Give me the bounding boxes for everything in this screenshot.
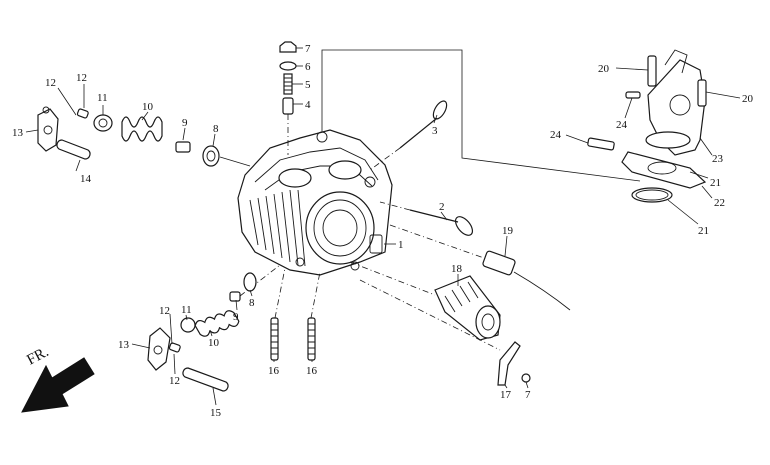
- callout-24: 24: [616, 119, 628, 131]
- stud-bolt-left: [270, 317, 279, 361]
- cylinder-head: [237, 129, 393, 276]
- callout-16: 16: [306, 365, 318, 377]
- front-arrow: [21, 357, 95, 413]
- callout-14: 14: [80, 173, 92, 185]
- callout-10: 10: [208, 337, 220, 349]
- o-ring-lower: [631, 187, 673, 203]
- callout-10: 10: [142, 101, 154, 113]
- intake-manifold: [621, 49, 707, 189]
- callout-13: 13: [118, 339, 130, 351]
- manifold-gasket: [645, 131, 691, 149]
- callout-7: 7: [525, 389, 531, 401]
- callout-3: 3: [432, 125, 438, 137]
- valve-washer-lower: [243, 272, 257, 292]
- intake-valve: [379, 201, 474, 236]
- decomp-lever: [359, 279, 531, 386]
- valve-cotter-upper: [93, 114, 113, 132]
- tensioner-stack: [279, 41, 297, 155]
- callout-9: 9: [233, 311, 239, 323]
- callout-18: 18: [451, 263, 463, 275]
- rocker-arm-lower: [147, 327, 171, 371]
- callout-11: 11: [97, 92, 108, 104]
- manifold-bolt-right: [697, 79, 707, 107]
- camshaft: [349, 261, 501, 341]
- callout-20: 20: [742, 93, 754, 105]
- callout-12: 12: [159, 305, 170, 317]
- valve-seal-lower: [229, 264, 281, 302]
- callout-11: 11: [181, 304, 192, 316]
- stud-bolt-right: [307, 317, 316, 361]
- callout-8: 8: [249, 297, 255, 309]
- manifold-screw-upper: [625, 91, 641, 99]
- valve-spring-upper: [121, 116, 163, 142]
- connection-bracket-line: [321, 49, 641, 182]
- rocker-shaft-lower: [182, 367, 229, 392]
- leader-lines: [25, 47, 741, 406]
- callout-8: 8: [213, 123, 219, 135]
- callout-numbers: 7 6 5 4 3 2 1 12 12 11 10 9 8 13 14 20 2…: [12, 43, 754, 419]
- callout-2: 2: [439, 201, 445, 213]
- callout-7: 7: [305, 43, 311, 55]
- callout-12: 12: [76, 72, 87, 84]
- callout-24: 24: [550, 129, 562, 141]
- rocker-arm-upper: [37, 106, 59, 152]
- callout-6: 6: [305, 61, 311, 73]
- callout-12: 12: [45, 77, 56, 89]
- temperature-sensor: [389, 224, 571, 311]
- valve-washer-upper: [202, 145, 251, 167]
- callout-16: 16: [268, 365, 280, 377]
- adjust-screw-lower: [168, 342, 181, 353]
- valve-cotter-lower: [180, 317, 196, 333]
- callout-23: 23: [712, 153, 724, 165]
- valve-seal-upper: [175, 141, 191, 153]
- rocker-shaft-upper: [56, 139, 91, 160]
- front-label: FR.: [24, 344, 51, 369]
- callout-13: 13: [12, 127, 24, 139]
- exhaust-valve: [369, 100, 448, 171]
- callout-22: 22: [714, 197, 725, 209]
- manifold-bolt-left: [647, 55, 657, 87]
- callout-21: 21: [710, 177, 721, 189]
- callout-17: 17: [500, 389, 512, 401]
- callout-1: 1: [398, 239, 404, 251]
- adjust-screw-upper: [76, 108, 89, 119]
- valve-spring-lower: [194, 310, 240, 337]
- callout-21: 21: [698, 225, 709, 237]
- callout-9: 9: [182, 117, 188, 129]
- callout-15: 15: [210, 407, 222, 419]
- callout-4: 4: [305, 99, 311, 111]
- callout-20: 20: [598, 63, 610, 75]
- manifold-screw: [587, 137, 615, 151]
- callout-12: 12: [169, 375, 180, 387]
- callout-5: 5: [305, 79, 311, 91]
- callout-19: 19: [502, 225, 514, 237]
